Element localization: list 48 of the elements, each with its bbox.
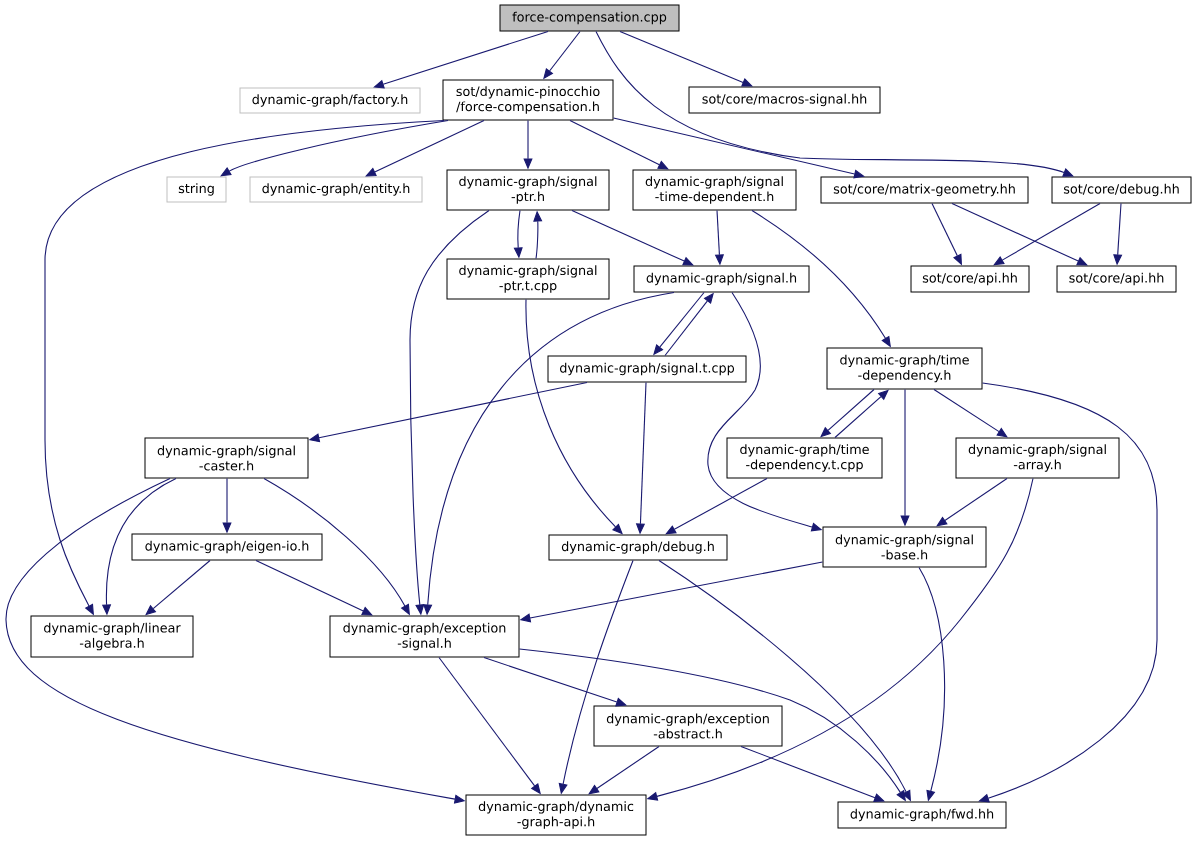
arrow <box>834 389 889 439</box>
arrow <box>619 30 753 87</box>
file-box: dynamic-graph/signal -ptr.h <box>446 169 610 211</box>
arrow <box>365 119 485 177</box>
file-box: dynamic-graph/dynamic -graph-api.h <box>465 794 647 836</box>
arrow <box>612 117 865 179</box>
file-box: dynamic-graph/signal -time-dependent.h <box>632 169 797 211</box>
file-box: string <box>166 176 227 203</box>
file-box: dynamic-graph/entity.h <box>249 176 423 203</box>
arrow <box>373 30 549 89</box>
file-box: dynamic-graph/signal -caster.h <box>144 437 309 479</box>
arrow <box>483 656 627 707</box>
arrow <box>951 202 1088 266</box>
file-box: dynamic-graph/signal -ptr.t.cpp <box>446 258 610 300</box>
arrow <box>665 477 768 535</box>
file-box: dynamic-graph/signal -base.h <box>822 526 987 568</box>
arrow <box>595 30 1074 177</box>
file-box: dynamic-graph/signal.h <box>633 265 810 293</box>
file-box: dynamic-graph/exception -abstract.h <box>593 705 783 747</box>
file-box: dynamic-graph/fwd.hh <box>837 801 1007 829</box>
arrow <box>571 209 694 266</box>
file-box: sot/core/macros-signal.hh <box>688 86 881 114</box>
file-box: dynamic-graph/signal -array.h <box>955 437 1120 479</box>
file-box: sot/core/matrix-geometry.hh <box>820 176 1029 204</box>
arrow <box>993 202 1101 266</box>
arrow <box>569 119 669 170</box>
arrow <box>820 388 875 438</box>
arrow <box>255 559 373 616</box>
arrow <box>933 388 1008 438</box>
file-box: dynamic-graph/time -dependency.h <box>826 347 983 390</box>
file-box: sot/core/api.hh <box>910 265 1030 293</box>
file-box: dynamic-graph/eigen-io.h <box>131 533 323 561</box>
file-box: dynamic-graph/factory.h <box>239 87 421 114</box>
file-box: dynamic-graph/signal.t.cpp <box>547 355 747 383</box>
file-box: dynamic-graph/linear -algebra.h <box>30 615 194 658</box>
arrow <box>588 745 660 795</box>
file-box: sot/core/debug.hh <box>1051 176 1192 204</box>
arrow <box>936 477 1008 527</box>
file-box: dynamic-graph/time -dependency.t.cpp <box>726 437 883 479</box>
file-box: force-compensation.cpp <box>499 4 680 32</box>
arrow <box>978 382 1158 803</box>
arrow <box>145 559 211 616</box>
file-box: dynamic-graph/debug.h <box>548 534 728 561</box>
arrow <box>220 119 449 177</box>
file-box: dynamic-graph/exception -signal.h <box>329 615 520 658</box>
file-box: sot/core/api.hh <box>1056 265 1177 293</box>
file-box: sot/dynamic-pinocchio /force-compensation.h <box>442 79 614 121</box>
arrow <box>740 745 885 802</box>
